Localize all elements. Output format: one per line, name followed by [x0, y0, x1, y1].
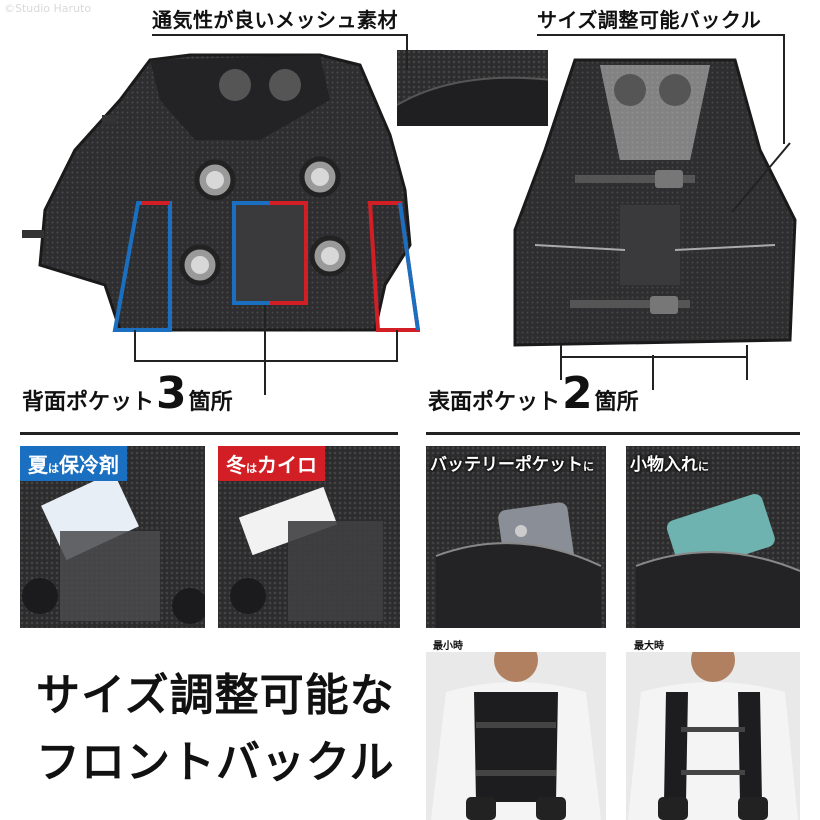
summer-particle: は [48, 462, 59, 475]
back-pockets-underline [20, 432, 398, 435]
front-pocket-bracket-bar [560, 356, 748, 358]
winter-season: 冬 [226, 453, 246, 477]
mesh-callout: 通気性が良いメッシュ素材 [152, 8, 398, 32]
heat-pack-pocket-illustration [230, 486, 383, 621]
battery-in-pocket-illustration [435, 502, 602, 628]
vest-back-photo [20, 40, 421, 340]
mesh-fold-illustration [397, 76, 548, 126]
vest-front-illustration [513, 58, 797, 347]
vest-back-illustration [22, 53, 421, 332]
winter-particle: は [246, 462, 257, 475]
back-pocket-bracket-left [134, 330, 136, 362]
battery-pocket-particle: に [583, 460, 594, 473]
front-pocket-bracket-mid [652, 355, 654, 390]
watermark: ©Studio Haruto [4, 2, 92, 15]
summer-item: 保冷剤 [59, 453, 119, 477]
summer-season: 夏 [28, 453, 48, 477]
front-pockets-suffix: 箇所 [594, 389, 639, 415]
small-items-panel [626, 446, 800, 628]
front-pockets-count: 2 [562, 368, 593, 419]
model-max-fit-illustration [628, 652, 798, 820]
small-items-text: 小物入れ [630, 455, 698, 475]
buckle-callout-line [537, 34, 785, 36]
winter-label: 冬はカイロ [218, 446, 325, 481]
battery-pocket-caption: バッテリーポケットに [430, 450, 594, 475]
max-fit-photo [626, 652, 800, 820]
min-fit-label: 最小時 [433, 641, 463, 652]
front-pocket-bracket-right [746, 345, 748, 380]
small-items-particle: に [698, 460, 709, 473]
small-items-caption: 小物入れに [630, 450, 709, 475]
max-fit-label: 最大時 [634, 641, 664, 652]
headline-line-2: フロントバックル [36, 737, 395, 788]
headline: サイズ調整可能な フロントバックル [36, 668, 395, 790]
summer-label: 夏は保冷剤 [20, 446, 127, 481]
mesh-callout-line-drop [406, 34, 408, 70]
back-pocket-bracket-mid [264, 305, 266, 395]
front-pockets-prefix: 表面ポケット [428, 389, 561, 415]
front-pocket-bracket-left [560, 345, 562, 380]
back-pockets-count: 3 [156, 368, 187, 419]
back-pockets-suffix: 箇所 [188, 389, 233, 415]
model-min-fit-illustration [431, 652, 601, 820]
back-pocket-bracket-right [396, 330, 398, 362]
back-pockets-prefix: 背面ポケット [22, 389, 155, 415]
buckle-callout: サイズ調整可能バックル [537, 8, 762, 32]
front-pockets-title: 表面ポケット 2 箇所 [428, 368, 639, 419]
phone-in-pocket-illustration [635, 494, 800, 628]
back-pocket-bracket-bar [134, 360, 398, 362]
headline-line-1: サイズ調整可能な [36, 670, 395, 721]
vest-front-photo [505, 40, 805, 360]
battery-pocket-panel [426, 446, 606, 628]
winter-item: カイロ [257, 453, 317, 477]
ice-pack-pocket-illustration [22, 471, 205, 624]
min-fit-photo [426, 652, 606, 820]
battery-pocket-text: バッテリーポケット [430, 455, 583, 475]
mesh-callout-line [152, 34, 408, 36]
mesh-closeup-inset [395, 48, 550, 128]
buckle-callout-line-drop [783, 34, 785, 144]
front-pockets-underline [426, 432, 800, 435]
back-pockets-title: 背面ポケット 3 箇所 [22, 368, 233, 419]
